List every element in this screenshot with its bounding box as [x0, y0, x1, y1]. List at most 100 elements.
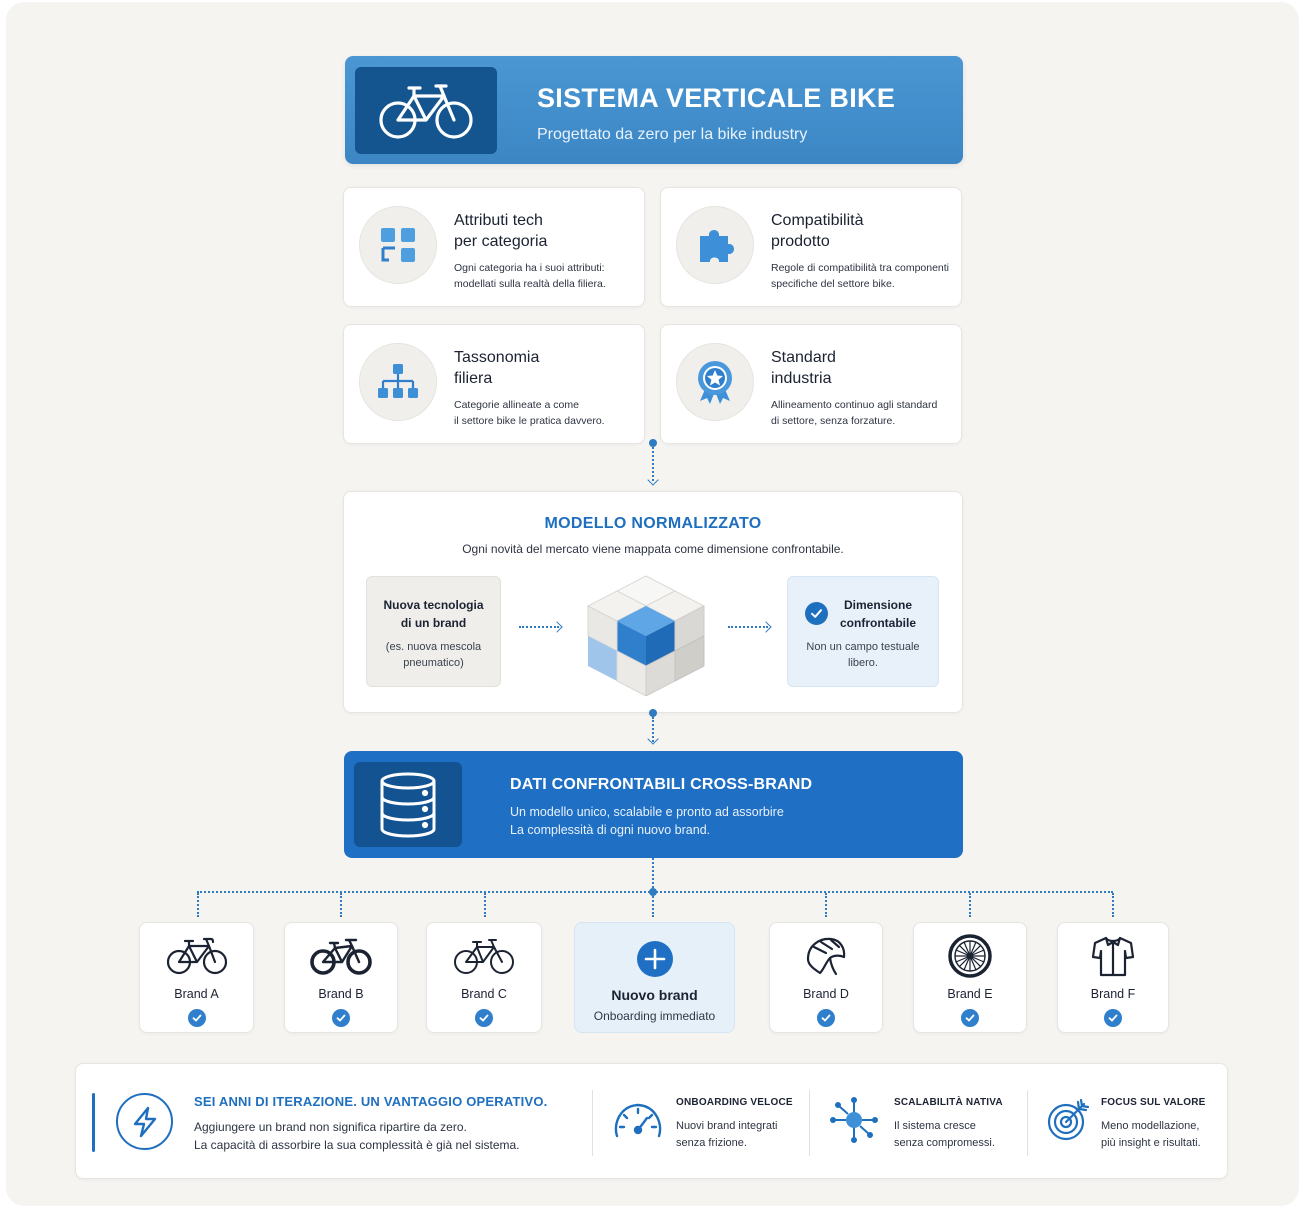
database-icon: [354, 762, 462, 847]
arrow-right-icon: [551, 621, 563, 633]
feature-desc: senza compromessi.: [894, 1137, 995, 1149]
city-bike-icon: [427, 935, 541, 977]
feature-title: Compatibilità: [771, 212, 864, 229]
feature-title: Tassonomia: [454, 349, 540, 366]
feature-desc: Ogni categoria ha i suoi attributi:: [454, 262, 605, 274]
check-icon: [817, 1009, 835, 1027]
new-tech-desc: (es. nuova mescola: [385, 641, 482, 653]
road-bike-icon: [140, 935, 253, 977]
plus-icon: [575, 940, 734, 978]
new-tech-desc: pneumatico): [403, 657, 464, 669]
puzzle-icon: [676, 206, 754, 284]
feature-title: prodotto: [771, 233, 830, 250]
feature-title: SCALABILITÀ NATIVA: [894, 1097, 1003, 1108]
connector-line: [1112, 893, 1114, 917]
lightning-icon: [116, 1093, 173, 1150]
feature-desc: Categorie allineate a come: [454, 399, 579, 411]
connector-line: [652, 893, 654, 917]
accent-bar: [92, 1093, 95, 1152]
new-brand-card[interactable]: Nuovo brand Onboarding immediato: [574, 922, 735, 1033]
brand-card-d[interactable]: Brand D: [769, 922, 883, 1033]
feature-desc: senza frizione.: [676, 1137, 747, 1149]
brand-name: Brand B: [318, 987, 364, 1001]
check-icon: [805, 602, 828, 625]
feature-title: FOCUS SUL VALORE: [1101, 1097, 1206, 1108]
connector-dot: [649, 439, 657, 447]
brand-card-f[interactable]: Brand F: [1057, 922, 1169, 1033]
page-subtitle: Progettato da zero per la bike industry: [537, 126, 808, 143]
grid-icon: [359, 206, 437, 284]
bottom-title: SEI ANNI DI ITERAZIONE. UN VANTAGGIO OPE…: [194, 1094, 548, 1109]
cube-icon: [581, 572, 711, 701]
comparable-dimension-box: Dimensione confrontabile Non un campo te…: [787, 576, 939, 687]
feature-card-standard: Standard industria Allineamento continuo…: [660, 324, 962, 444]
connector-line: [652, 858, 654, 892]
new-tech-title: Nuova tecnologia: [383, 598, 484, 612]
bicycle-icon: [355, 67, 497, 154]
dimension-title: confrontabile: [839, 616, 916, 630]
brand-card-e[interactable]: Brand E: [913, 922, 1027, 1033]
feature-desc: specifiche del settore bike.: [771, 278, 895, 290]
banner-title: DATI CONFRONTABILI CROSS-BRAND: [510, 776, 813, 793]
feature-desc: il settore bike le pratica davvero.: [454, 415, 605, 427]
model-title: MODELLO NORMALIZZATO: [544, 515, 762, 532]
network-icon: [829, 1096, 879, 1149]
banner-desc: La complessità di ogni nuovo brand.: [510, 823, 711, 837]
feature-desc: Il sistema cresce: [894, 1120, 976, 1132]
award-badge-icon: [676, 343, 754, 421]
check-icon: [332, 1009, 350, 1027]
brand-card-a[interactable]: Brand A: [139, 922, 254, 1033]
bottom-desc: La capacità di assorbire la sua compless…: [194, 1138, 520, 1152]
check-icon: [1104, 1009, 1122, 1027]
cross-brand-banner: DATI CONFRONTABILI CROSS-BRAND Un modell…: [344, 751, 963, 858]
feature-title: ONBOARDING VELOCE: [676, 1097, 793, 1108]
feature-desc: più insight e risultati.: [1101, 1137, 1201, 1149]
connector-line: [652, 447, 654, 481]
connector-line: [340, 893, 342, 917]
feature-title: industria: [771, 370, 832, 387]
brand-name: Brand A: [174, 987, 219, 1001]
feature-title: Standard: [771, 349, 836, 366]
wheel-icon: [914, 933, 1026, 979]
brand-name: Brand E: [947, 987, 993, 1001]
banner-desc: Un modello unico, scalabile e pronto ad …: [510, 805, 784, 819]
target-icon: [1046, 1098, 1090, 1147]
check-icon: [187, 1009, 206, 1027]
hierarchy-icon: [359, 343, 437, 421]
new-brand-name: Nuovo brand: [611, 987, 698, 1003]
connector-line: [197, 891, 1113, 893]
new-technology-box: Nuova tecnologia di un brand (es. nuova …: [366, 576, 501, 687]
connector-line: [519, 626, 559, 628]
feature-card-attributi: Attributi tech per categoria Ogni catego…: [343, 187, 645, 307]
arrow-right-icon: [760, 621, 772, 633]
divider: [1027, 1090, 1028, 1156]
feature-card-compatibilita: Compatibilità prodotto Regole di compati…: [660, 187, 962, 307]
feature-desc: Regole di compatibilità tra componenti: [771, 262, 950, 274]
connector-line: [825, 893, 827, 917]
normalized-model-card: MODELLO NORMALIZZATO Ogni novità del mer…: [343, 491, 963, 713]
model-subtitle: Ogni novità del mercato viene mappata co…: [462, 542, 844, 556]
bottom-summary-bar: SEI ANNI DI ITERAZIONE. UN VANTAGGIO OPE…: [75, 1063, 1228, 1179]
header-banner: SISTEMA VERTICALE BIKE Progettato da zer…: [345, 56, 963, 164]
feature-desc: di settore, senza forzature.: [771, 415, 896, 427]
connector-line: [969, 893, 971, 917]
feature-desc: Meno modellazione,: [1101, 1120, 1200, 1132]
dimension-title: Dimensione: [843, 598, 912, 612]
divider: [809, 1090, 810, 1156]
new-tech-title: di un brand: [400, 616, 467, 630]
brand-card-b[interactable]: Brand B: [284, 922, 398, 1033]
check-icon: [961, 1009, 979, 1027]
bottom-desc: Aggiungere un brand non significa ripart…: [194, 1120, 467, 1134]
page-title: SISTEMA VERTICALE BIKE: [537, 83, 896, 113]
feature-card-tassonomia: Tassonomia filiera Categorie allineate a…: [343, 324, 645, 444]
dimension-desc: Non un campo testuale: [806, 641, 920, 653]
feature-title: Attributi tech: [454, 212, 543, 229]
brand-card-c[interactable]: Brand C: [426, 922, 542, 1033]
connector-line: [484, 893, 486, 917]
brand-name: Brand C: [461, 987, 507, 1001]
speedometer-icon: [612, 1100, 664, 1145]
feature-desc: Allineamento continuo agli standard: [771, 399, 938, 411]
brand-name: Brand F: [1090, 987, 1136, 1001]
feature-title: per categoria: [454, 233, 548, 250]
feature-desc: modellati sulla realtà della filiera.: [454, 278, 606, 290]
